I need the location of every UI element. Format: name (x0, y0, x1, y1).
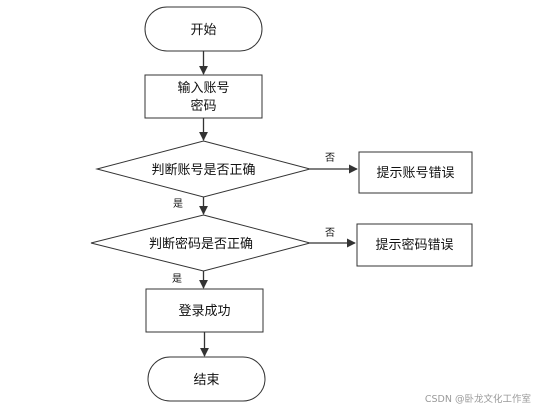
label-no-account: 否 (325, 152, 335, 164)
label-yes-account: 是 (173, 198, 183, 210)
password-error-label: 提示密码错误 (375, 237, 453, 253)
account-error-label: 提示账号错误 (376, 165, 454, 181)
password-error-box (356, 223, 473, 267)
end-terminator (147, 356, 266, 402)
success-process-box (145, 288, 264, 333)
start-label: 开始 (190, 23, 216, 38)
check-password-label: 判断密码是否正确 (149, 236, 253, 252)
check-account-label: 判断账号是否正确 (151, 163, 255, 178)
input-process-box (144, 74, 263, 119)
label-yes-password: 是 (172, 273, 182, 285)
input-label-line2: 密码 (190, 98, 216, 114)
input-label-line1: 输入账号 (177, 80, 229, 96)
label-no-password: 否 (325, 227, 335, 239)
end-label: 结束 (193, 373, 219, 388)
success-label: 登录成功 (178, 304, 230, 319)
csdn-watermark: CSDN @卧龙文化工作室 (425, 393, 531, 405)
account-error-box (358, 151, 473, 194)
